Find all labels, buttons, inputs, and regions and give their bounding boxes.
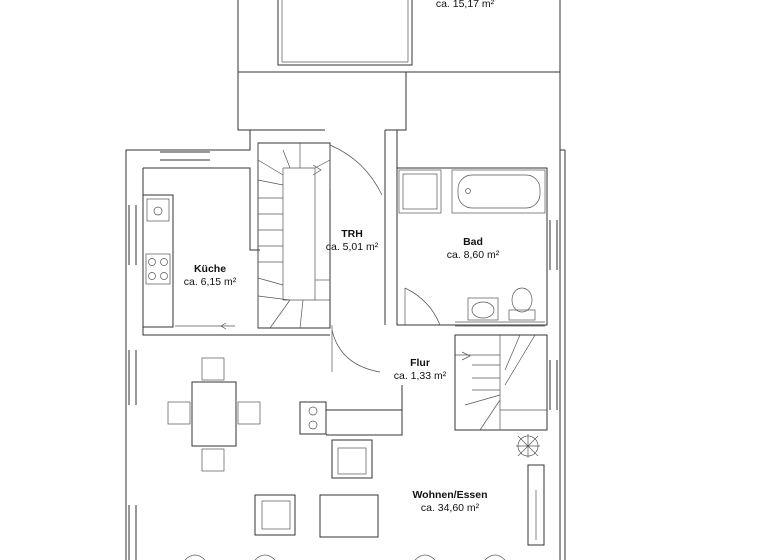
room-name: TRH — [341, 228, 363, 240]
shower-icon — [398, 169, 442, 214]
room-area: ca. 5,01 m² — [325, 241, 379, 253]
room-name: Flur — [410, 357, 430, 369]
room-name: Küche — [193, 263, 227, 275]
tv-cabinet — [527, 464, 545, 546]
room-label-trh: TRH ca. 5,01 m² — [312, 228, 392, 254]
room-label-flur: Flur ca. 1,33 m² — [380, 357, 460, 383]
room-area: ca. 1,33 m² — [393, 370, 447, 382]
room-area: ca. 6,15 m² — [183, 276, 237, 288]
interior-walls — [143, 324, 456, 430]
plant-icon — [516, 434, 540, 458]
stove-icon — [145, 253, 171, 285]
stair-hall-walls — [125, 72, 566, 560]
room-name: Wohnen/Essen — [412, 489, 488, 501]
door-swing-icon — [329, 144, 383, 373]
stairs-icon — [454, 334, 548, 431]
door-marker — [175, 322, 235, 330]
sink-icon — [467, 297, 499, 321]
bathtub-icon — [451, 169, 546, 214]
bathroom — [396, 167, 548, 327]
stairs-icon — [257, 142, 331, 329]
windows — [128, 220, 558, 560]
room-label-bad: Bad ca. 8,60 m² — [428, 236, 518, 262]
room-area: ca. 34,60 m² — [420, 502, 480, 514]
room-label-terrace: ca. 15,17 m² — [400, 0, 530, 11]
room-label-kueche: Küche ca. 6,15 m² — [170, 263, 250, 289]
room-area: ca. 15,17 m² — [435, 0, 495, 10]
room-area: ca. 8,60 m² — [446, 249, 500, 261]
kitchen-island — [299, 401, 403, 436]
sofa-icon — [254, 439, 379, 538]
room-label-wohnen: Wohnen/Essen ca. 34,60 m² — [390, 489, 510, 515]
dining-table-icon — [167, 357, 261, 472]
toilet-icon — [508, 287, 536, 321]
terrace — [237, 0, 561, 73]
kitchen-counter — [142, 194, 174, 328]
kitchen-walls — [128, 151, 260, 336]
door-swing-icon — [184, 554, 506, 560]
room-name: Bad — [463, 236, 483, 248]
